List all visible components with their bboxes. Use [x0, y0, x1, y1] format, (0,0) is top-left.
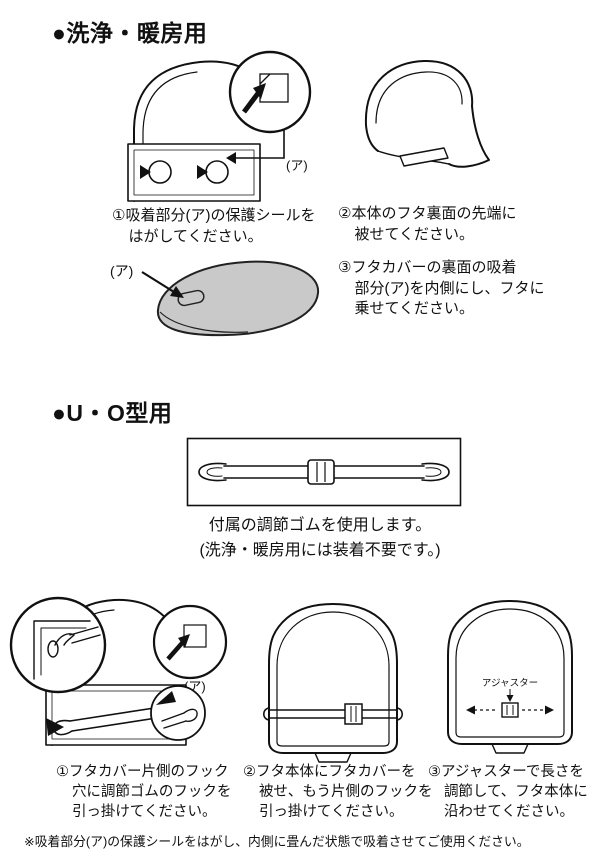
seal-corner-fold	[259, 73, 271, 85]
strap-caption-line2: (洗浄・暖房用には装着不要です。)	[199, 541, 441, 559]
wash-step1-caption: ①吸着部分(ア)の保護シールを はがしてください。	[112, 207, 316, 245]
lid-dome-inner-line	[142, 71, 198, 202]
wash-step3-caption: ③フタカバーの裏面の吸着 部分(ア)を内側にし、フタに 乗せてください。	[338, 259, 545, 318]
arrow-left-pad-icon	[140, 165, 151, 179]
footnote: ※吸着部分(ア)の保護シールをはがし、内側に畳んだ状態で吸着させてご使用ください…	[24, 834, 530, 849]
dashed-right-arrow-icon	[545, 705, 554, 715]
magnifier-circle	[228, 50, 312, 134]
arrow-strap-right-icon	[156, 691, 176, 705]
uo-step3-illustration: アジャスター	[430, 590, 591, 760]
lid-outline	[447, 600, 573, 745]
strap-end-detail	[161, 712, 187, 729]
uo-step1-illustration: (ア)	[6, 585, 234, 761]
strap-adjuster	[307, 459, 335, 485]
wash-step1-illustration: (ア)	[112, 46, 324, 204]
wash-step3-illustration: (ア)	[106, 248, 332, 353]
strap-hook-left-inner	[206, 467, 223, 477]
cover-inner-line	[375, 71, 463, 124]
uo-step2-illustration	[243, 592, 424, 764]
uo-step2-caption: ②フタ本体にフタカバーを 被せ、もう片側のフックを 引っ掛けてください。	[243, 764, 433, 820]
lid-inner-line	[455, 608, 565, 738]
label-arrow-shaft	[141, 271, 175, 293]
hook-bump-left	[262, 707, 270, 721]
peel-arrow-shaft	[166, 640, 185, 661]
adjuster-bars	[506, 705, 514, 715]
cover-outer	[364, 59, 474, 126]
dashed-left-arrow-icon	[466, 705, 475, 715]
bottom-tab	[491, 743, 529, 754]
adjuster-label: アジャスター	[482, 678, 538, 689]
wash-step2-caption: ②本体のフタ裏面の先端に 被せてください。	[338, 205, 517, 243]
strap-detail	[69, 626, 101, 644]
strap-line	[269, 709, 397, 719]
adjuster-figure: アジャスター	[447, 600, 573, 754]
hook-end-detail	[183, 708, 198, 722]
wash-step2-illustration	[348, 50, 496, 200]
peel-arrow-shaft	[242, 90, 261, 114]
lid-strap-figure	[262, 603, 404, 763]
lid-inner-line	[276, 611, 390, 747]
peel-arrow-head-icon	[253, 83, 266, 99]
strap-buckle	[344, 703, 363, 725]
peel-arrow-head-icon	[178, 634, 190, 648]
uo-step1-caption: ①フタカバー片側のフック 穴に調節ゴムのフックを 引っ掛けてください。	[56, 764, 232, 820]
buckle-bars	[350, 706, 357, 722]
adjuster-buckle	[501, 702, 519, 718]
gray-lid-figure: (ア)	[110, 260, 320, 337]
label-a: (ア)	[286, 158, 308, 173]
strap-figure	[186, 437, 462, 507]
adjuster-pointer-head-icon	[506, 695, 514, 702]
label-arrow-head-icon	[170, 286, 184, 298]
uo-section-heading: ●U・O型用	[52, 400, 173, 426]
strap-hook-right	[421, 462, 450, 482]
cover-on-lid-figure	[364, 59, 490, 168]
cover-slot	[399, 147, 449, 167]
strap-adjuster-bars	[316, 462, 326, 482]
lid-outline	[268, 603, 398, 754]
lid-underside-inner-frame	[133, 149, 255, 196]
hook-hole	[47, 640, 59, 658]
cover-corner-lines	[33, 620, 91, 680]
lid-thickness-line	[159, 311, 249, 333]
strap-illustration	[186, 437, 462, 507]
arrow-into-hook-icon	[46, 718, 64, 736]
bottom-tab	[314, 752, 352, 763]
pointer-elbow	[234, 130, 285, 159]
gray-lid	[156, 260, 320, 337]
arrow-right-pad-icon	[197, 165, 208, 179]
cover-left-edge	[365, 124, 379, 152]
label-a: (ア)	[110, 263, 133, 279]
hook-attach-figure: (ア)	[9, 596, 228, 746]
hook-detail	[54, 633, 75, 646]
hook-bump-right	[396, 707, 404, 721]
strap-hook-left	[198, 462, 227, 482]
cover-right-flap	[448, 105, 490, 168]
magnifier-seal	[152, 604, 228, 680]
cover-corner-inner-lines	[40, 627, 87, 676]
seal-tab	[177, 289, 205, 307]
strap-caption: 付属の調節ゴムを使用します。 (洗浄・暖房用には装着不要です。)	[140, 514, 500, 564]
strap-hook-right-inner	[425, 467, 442, 477]
wash-section-heading: ●洗浄・暖房用	[52, 20, 208, 46]
uo-step3-caption: ③アジャスターで長さを 調節して、フタ本体に 沿わせてください。	[428, 764, 588, 820]
pointer-arrow-head-icon	[226, 152, 236, 164]
lid-underside-figure: (ア)	[127, 50, 312, 202]
strap-caption-line1: 付属の調節ゴムを使用します。	[208, 517, 432, 534]
